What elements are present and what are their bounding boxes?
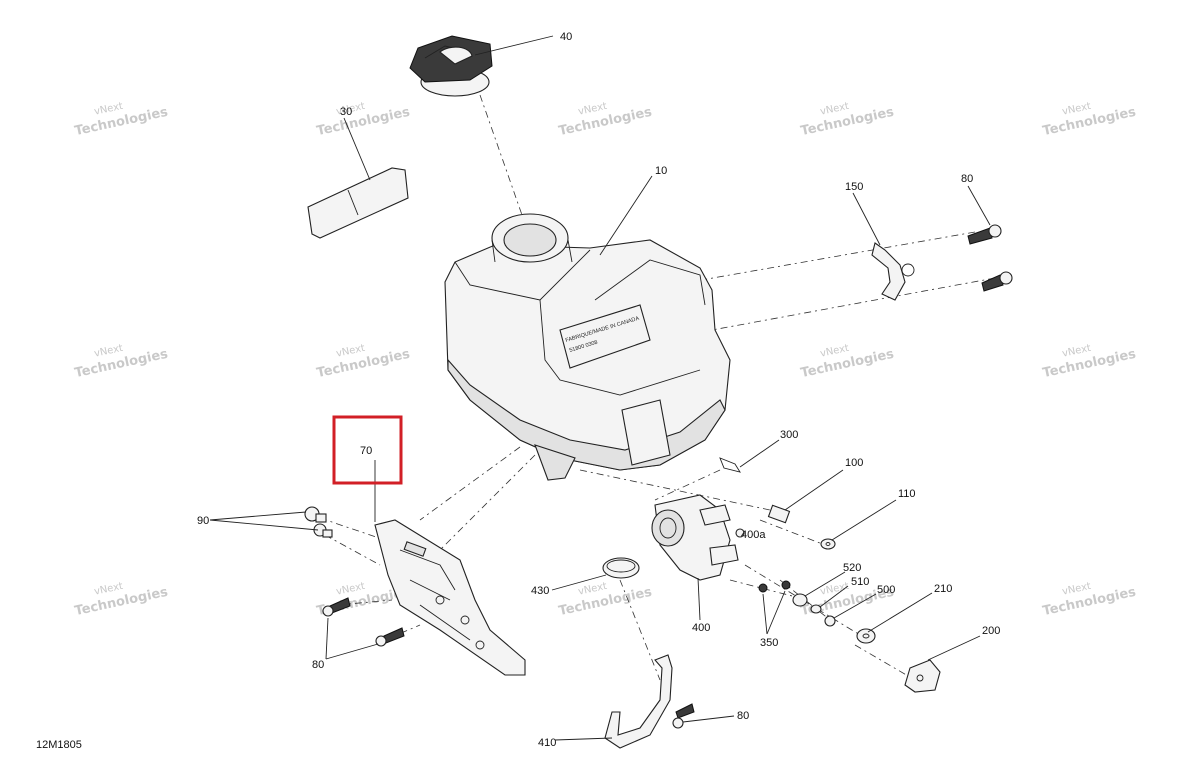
clip-part-350-a xyxy=(758,583,768,593)
grommet-part-520 xyxy=(792,593,808,607)
screw-part-80-lower xyxy=(981,271,1013,292)
clip-part-300 xyxy=(719,457,741,473)
decal-part-30 xyxy=(307,167,409,239)
callout-70: 70 xyxy=(360,445,372,457)
callout-80-top: 80 xyxy=(961,173,973,185)
watermark: vNext Technologies xyxy=(73,343,169,381)
watermark: vNext Technologies xyxy=(73,101,169,139)
callout-510: 510 xyxy=(851,576,869,588)
leader-lines xyxy=(209,35,991,741)
washer-part-110 xyxy=(820,538,836,550)
watermark: vNext Technologies xyxy=(1041,343,1137,381)
callouts: 40 30 10 150 80 300 70 100 110 90 400a 5… xyxy=(197,31,1000,749)
diagram-code: 12M1805 xyxy=(36,739,82,751)
screw-part-80-bottom xyxy=(672,703,695,729)
callout-110: 110 xyxy=(898,488,916,500)
tank-part-10: FABRIQUE/MADE IN CANADA 51800 0308 xyxy=(444,213,731,481)
callout-40: 40 xyxy=(560,31,572,43)
callout-430: 430 xyxy=(531,585,549,597)
callout-30: 30 xyxy=(340,106,352,118)
watermark: vNext Technologies xyxy=(557,581,653,619)
watermark: vNext Technologies xyxy=(73,581,169,619)
callout-400a: 400a xyxy=(741,529,766,541)
screw-part-80-upper xyxy=(967,224,1002,245)
callout-300: 300 xyxy=(780,429,798,441)
cap-part-40 xyxy=(409,35,493,97)
callout-400: 400 xyxy=(692,622,710,634)
callout-410: 410 xyxy=(538,737,556,749)
highlight-box-part-70[interactable] xyxy=(332,415,403,485)
skid-plate-part-70 xyxy=(374,519,526,676)
bolt-part-100 xyxy=(767,504,791,524)
pump-part-400 xyxy=(651,494,745,581)
fastener-part-90-lower xyxy=(313,523,333,538)
callout-10: 10 xyxy=(655,165,667,177)
screw-part-80-left-b xyxy=(375,627,405,647)
screw-part-500 xyxy=(824,615,836,627)
callout-520: 520 xyxy=(843,562,861,574)
callout-80-left: 80 xyxy=(312,659,324,671)
clip-part-350-b xyxy=(781,580,791,590)
nut-part-510 xyxy=(810,604,822,614)
callout-90: 90 xyxy=(197,515,209,527)
assembly-lines xyxy=(319,94,996,681)
callout-200: 200 xyxy=(982,625,1000,637)
watermark: vNext Technologies xyxy=(1041,101,1137,139)
fastener-part-90-upper xyxy=(304,506,327,523)
callout-350: 350 xyxy=(760,637,778,649)
watermark: vNext Technologies xyxy=(799,343,895,381)
callout-210: 210 xyxy=(934,583,952,595)
washer-part-210 xyxy=(856,628,876,644)
watermark: vNext Technologies xyxy=(315,343,411,381)
watermark: vNext Technologies xyxy=(799,101,895,139)
clamp-part-150 xyxy=(871,242,915,301)
hose-clamp-part-430 xyxy=(602,557,640,579)
callout-100: 100 xyxy=(845,457,863,469)
watermark: vNext Technologies xyxy=(557,101,653,139)
strap-part-410 xyxy=(604,654,673,749)
watermark: vNext Technologies xyxy=(315,101,411,139)
bracket-part-200 xyxy=(904,659,941,693)
callout-150: 150 xyxy=(845,181,863,193)
watermark: vNext Technologies xyxy=(1041,581,1137,619)
callout-500: 500 xyxy=(877,584,895,596)
screw-part-80-left-a xyxy=(322,597,351,617)
callout-80-bottom: 80 xyxy=(737,710,749,722)
